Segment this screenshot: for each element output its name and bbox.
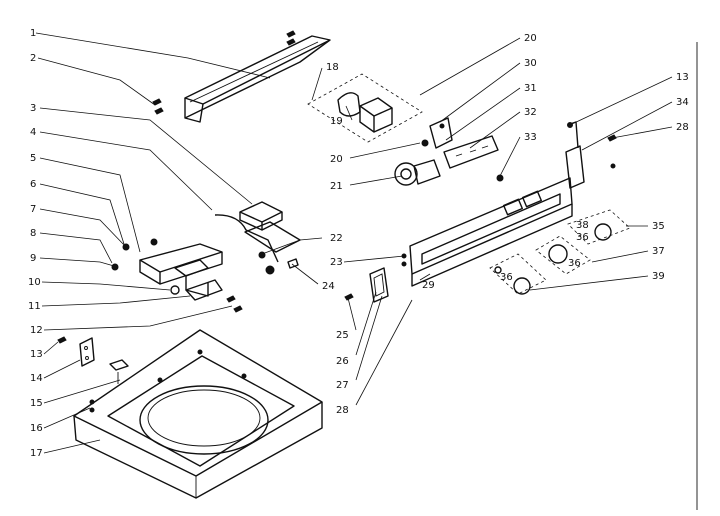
callout-7: 7 xyxy=(30,204,36,215)
screw-pair-2 xyxy=(152,30,296,115)
lid-hinge-part xyxy=(214,201,301,263)
callout-37: 37 xyxy=(652,246,665,257)
callout-labels: 1 2 3 4 5 6 7 8 9 10 11 12 13 14 15 16 1… xyxy=(28,28,689,459)
switch-14 xyxy=(57,336,129,413)
callout-26: 26 xyxy=(336,356,349,367)
callout-9: 9 xyxy=(30,253,36,264)
callout-28-right: 28 xyxy=(676,122,689,133)
callout-33: 33 xyxy=(524,132,537,143)
callout-30: 30 xyxy=(524,58,537,69)
callout-36-c: 36 xyxy=(500,272,513,283)
callout-36-b: 36 xyxy=(568,258,581,269)
callout-5: 5 xyxy=(30,153,36,164)
fasteners-22-26 xyxy=(258,251,354,301)
callout-27: 27 xyxy=(336,380,349,391)
callout-3: 3 xyxy=(30,103,36,114)
switch-plate-32 xyxy=(443,135,504,182)
callout-28-bottom: 28 xyxy=(336,405,349,416)
callout-17: 17 xyxy=(30,448,43,459)
timer-motor-21 xyxy=(394,139,441,186)
top-rail-part xyxy=(184,35,331,123)
callout-2: 2 xyxy=(30,53,36,64)
callout-10: 10 xyxy=(28,277,41,288)
callout-35: 35 xyxy=(652,221,665,232)
callout-39: 39 xyxy=(652,271,665,282)
callout-20-top: 20 xyxy=(524,33,537,44)
callout-6: 6 xyxy=(30,179,36,190)
callout-31: 31 xyxy=(524,83,537,94)
callout-21: 21 xyxy=(330,181,343,192)
callout-36-a: 36 xyxy=(576,232,589,243)
callout-13-right: 13 xyxy=(676,72,689,83)
callout-15: 15 xyxy=(30,398,43,409)
callout-1: 1 xyxy=(30,28,36,39)
control-panel-28 xyxy=(401,177,573,287)
callout-19: 19 xyxy=(330,116,343,127)
switch-30 xyxy=(429,117,453,149)
callout-13-left: 13 xyxy=(30,349,43,360)
switch-block-group xyxy=(307,73,423,143)
callout-29: 29 xyxy=(422,280,435,291)
top-panel-17 xyxy=(73,329,323,499)
callout-16: 16 xyxy=(30,423,43,434)
callout-25: 25 xyxy=(336,330,349,341)
callout-24: 24 xyxy=(322,281,335,292)
callout-4: 4 xyxy=(30,127,36,138)
callout-23: 23 xyxy=(330,257,343,268)
callout-11: 11 xyxy=(28,301,41,312)
callout-34: 34 xyxy=(676,97,689,108)
knob-group xyxy=(489,209,631,295)
leader-lines xyxy=(35,32,673,454)
bracket-34 xyxy=(565,121,617,189)
lid-switch-bracket xyxy=(111,238,243,313)
callout-8: 8 xyxy=(30,228,36,239)
callout-22: 22 xyxy=(330,233,343,244)
callout-14: 14 xyxy=(30,373,43,384)
callout-32: 32 xyxy=(524,107,537,118)
callout-18: 18 xyxy=(326,62,339,73)
callout-20-mid: 20 xyxy=(330,154,343,165)
callout-38: 38 xyxy=(576,220,589,231)
callout-12: 12 xyxy=(30,325,43,336)
bracket-27 xyxy=(369,267,389,303)
